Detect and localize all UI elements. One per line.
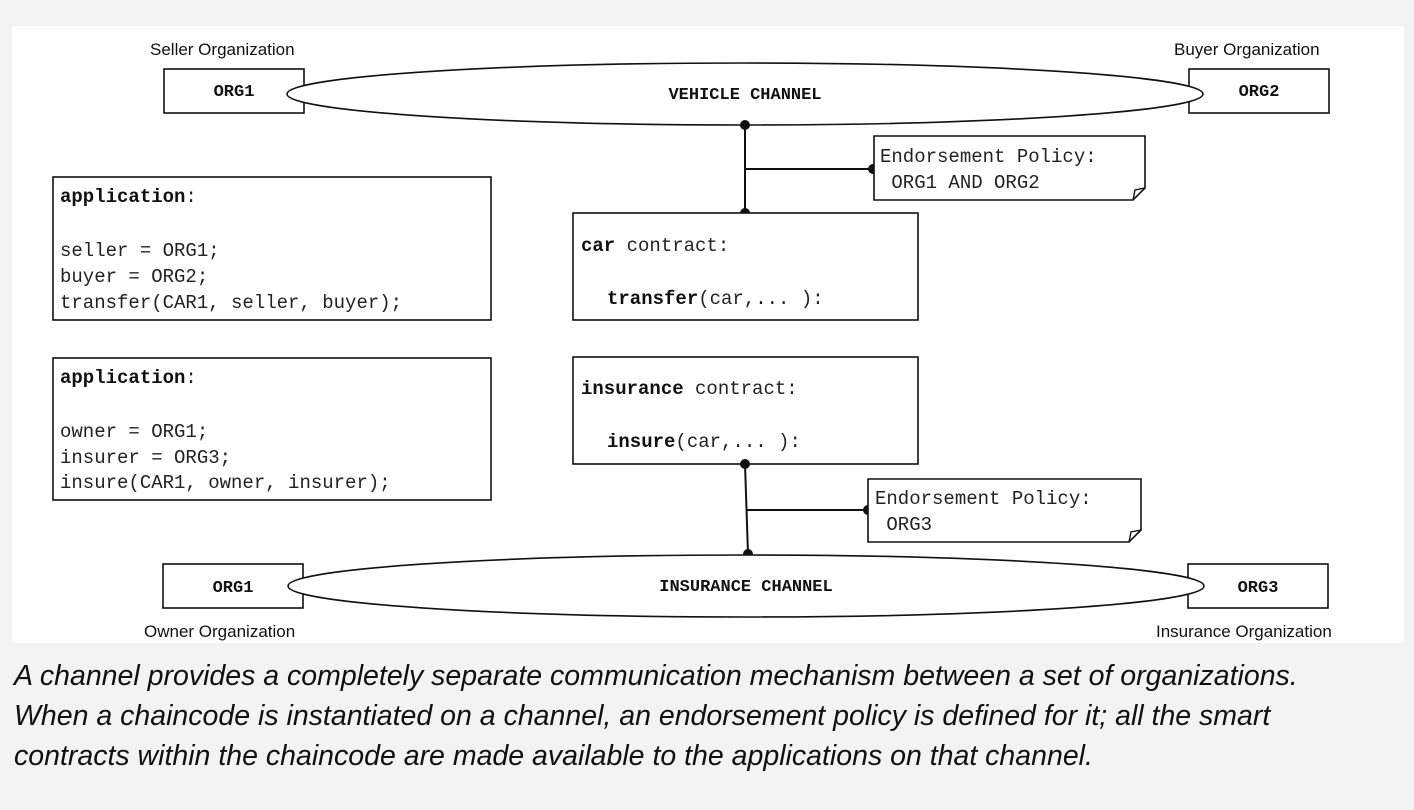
- org1-owner-name: ORG1: [213, 579, 254, 598]
- application-vehicle: application: seller = ORG1; buyer = ORG2…: [52, 176, 492, 321]
- vehicle-policy-title: Endorsement Policy:: [880, 146, 1097, 168]
- app-vehicle-title: application:: [60, 186, 197, 208]
- insurance-channel: ORG1 ORG3 INSURANCE CHANNEL Owner Organi…: [144, 554, 1332, 641]
- app-vehicle-line-3: transfer(CAR1, seller, buyer);: [60, 292, 402, 314]
- channel-diagram: Seller Organization Buyer Organization O…: [52, 40, 1332, 641]
- insurance-connector: [740, 459, 873, 559]
- org2-buyer-box: [1188, 68, 1330, 114]
- insurance-channel-ellipse: [287, 554, 1205, 618]
- caption-line-1: A channel provides a completely separate…: [14, 660, 1298, 692]
- vehicle-endorsement-policy: Endorsement Policy: ORG1 AND ORG2: [873, 135, 1146, 201]
- app-insurance-line-1: owner = ORG1;: [60, 421, 208, 443]
- insurance-policy-value: ORG3: [875, 514, 932, 536]
- org1-seller-box: [163, 68, 305, 114]
- insurance-org-label: Insurance Organization: [1156, 622, 1332, 641]
- car-contract: car contract: transfer(car,... ):: [572, 212, 919, 321]
- org3-insurer-name: ORG3: [1238, 579, 1279, 598]
- car-contract-header: car contract:: [581, 235, 729, 257]
- org1-owner-box: [162, 563, 304, 609]
- app-vehicle-line-1: seller = ORG1;: [60, 240, 220, 262]
- insurance-policy-title: Endorsement Policy:: [875, 488, 1092, 510]
- org1-seller-name: ORG1: [214, 83, 255, 102]
- caption-line-3: contracts within the chaincode are made …: [14, 740, 1093, 772]
- org2-buyer-name: ORG2: [1239, 83, 1280, 102]
- vehicle-channel: Seller Organization Buyer Organization O…: [150, 40, 1330, 126]
- app-insurance-line-3: insure(CAR1, owner, insurer);: [60, 472, 391, 494]
- insurance-endorsement-policy: Endorsement Policy: ORG3: [867, 478, 1142, 543]
- figure-caption: A channel provides a completely separate…: [14, 656, 1406, 776]
- app-insurance-title: application:: [60, 367, 197, 389]
- vehicle-connector: [740, 120, 878, 218]
- app-vehicle-line-2: buyer = ORG2;: [60, 266, 208, 288]
- seller-org-label: Seller Organization: [150, 40, 295, 59]
- org3-insurer-box: [1187, 563, 1329, 609]
- caption-line-2: When a chaincode is instantiated on a ch…: [14, 700, 1271, 732]
- car-contract-method: transfer(car,... ):: [607, 288, 824, 310]
- insurance-contract: insurance contract: insure(car,... ):: [572, 356, 919, 465]
- buyer-org-label: Buyer Organization: [1174, 40, 1320, 59]
- diagram-panel: [12, 26, 1404, 643]
- vehicle-channel-name: VEHICLE CHANNEL: [668, 86, 821, 105]
- app-insurance-line-2: insurer = ORG3;: [60, 447, 231, 469]
- owner-org-label: Owner Organization: [144, 622, 295, 641]
- insurance-contract-method: insure(car,... ):: [607, 431, 801, 453]
- application-insurance: application: owner = ORG1; insurer = ORG…: [52, 357, 492, 501]
- insurance-channel-name: INSURANCE CHANNEL: [659, 578, 832, 597]
- insurance-contract-header: insurance contract:: [581, 378, 798, 400]
- vehicle-policy-value: ORG1 AND ORG2: [880, 172, 1040, 194]
